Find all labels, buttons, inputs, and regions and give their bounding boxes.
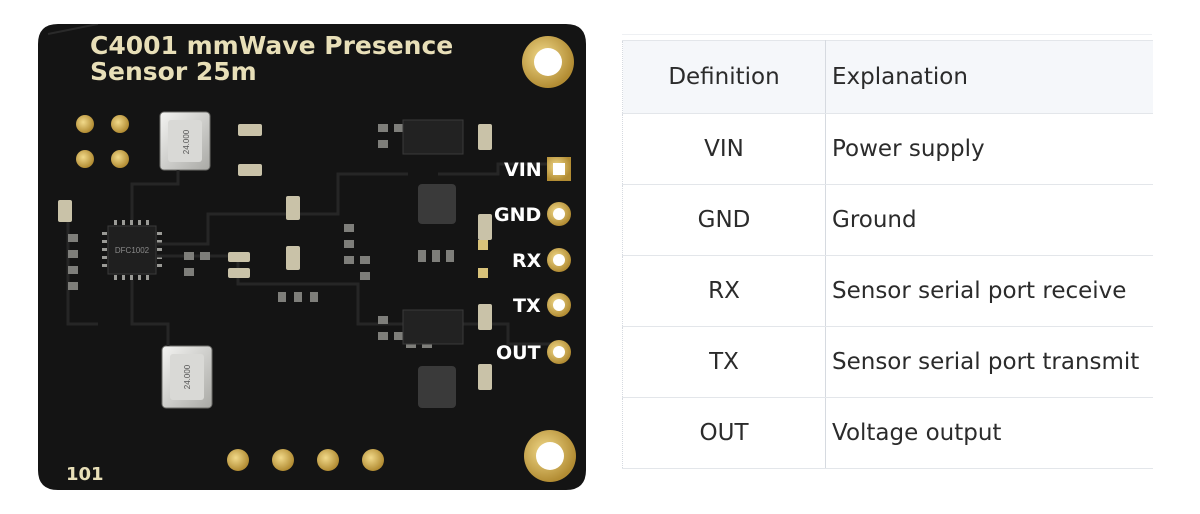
board-title-line2: Sensor 25m	[90, 57, 257, 86]
header-definition: Definition	[622, 40, 826, 114]
mounting-hole-bottom	[524, 430, 576, 482]
svg-text:RX: RX	[512, 250, 542, 272]
header-pin-rx: RX	[512, 248, 571, 272]
radar-chip: DFC1002	[102, 220, 162, 280]
table-row: TX Sensor serial port transmit	[622, 326, 1153, 398]
header-pin-tx: TX	[513, 293, 571, 317]
svg-text:TX: TX	[513, 295, 541, 317]
table-row: OUT Voltage output	[622, 397, 1153, 469]
cell-definition: OUT	[622, 397, 826, 469]
pin-definition-table: Definition Explanation VIN Power supply …	[622, 40, 1153, 469]
cell-definition: TX	[622, 326, 826, 398]
table-top-rule	[622, 34, 1152, 35]
svg-text:24.000: 24.000	[183, 364, 192, 389]
board-title-line1: C4001 mmWave Presence	[90, 31, 453, 60]
table-row: VIN Power supply	[622, 113, 1153, 185]
cell-explanation: Sensor serial port receive	[825, 255, 1153, 327]
header-pin-vin: VIN	[504, 157, 571, 181]
cell-definition: GND	[622, 184, 826, 256]
svg-text:DFC1002: DFC1002	[115, 246, 150, 255]
cell-definition: RX	[622, 255, 826, 327]
table-row: GND Ground	[622, 184, 1153, 256]
gold-pads-topleft	[76, 115, 129, 168]
cell-explanation: Sensor serial port transmit	[825, 326, 1153, 398]
cell-explanation: Voltage output	[825, 397, 1153, 469]
pcb-traces	[66, 162, 558, 346]
table-row: RX Sensor serial port receive	[622, 255, 1153, 327]
crystal-top: 24.000	[159, 111, 211, 171]
pcb-illustration: C4001 mmWave Presence Sensor 25m	[38, 24, 586, 490]
svg-text:OUT: OUT	[496, 342, 541, 364]
header-pin-out: OUT	[496, 340, 571, 364]
cell-explanation: Power supply	[825, 113, 1153, 185]
header-explanation: Explanation	[825, 40, 1153, 114]
header-pin-gnd: GND	[494, 202, 571, 226]
crystal-bottom: 24.000	[161, 345, 213, 409]
table-header-row: Definition Explanation	[622, 40, 1153, 114]
sensor-board-photo: C4001 mmWave Presence Sensor 25m	[38, 24, 586, 490]
svg-text:VIN: VIN	[504, 159, 542, 181]
passive-components	[58, 119, 492, 408]
mounting-hole-top	[522, 36, 574, 88]
svg-text:24.000: 24.000	[182, 129, 191, 154]
gold-pads-bottom	[227, 449, 384, 471]
cell-explanation: Ground	[825, 184, 1153, 256]
board-number: 101	[66, 464, 104, 485]
svg-text:GND: GND	[494, 204, 541, 226]
cell-definition: VIN	[622, 113, 826, 185]
